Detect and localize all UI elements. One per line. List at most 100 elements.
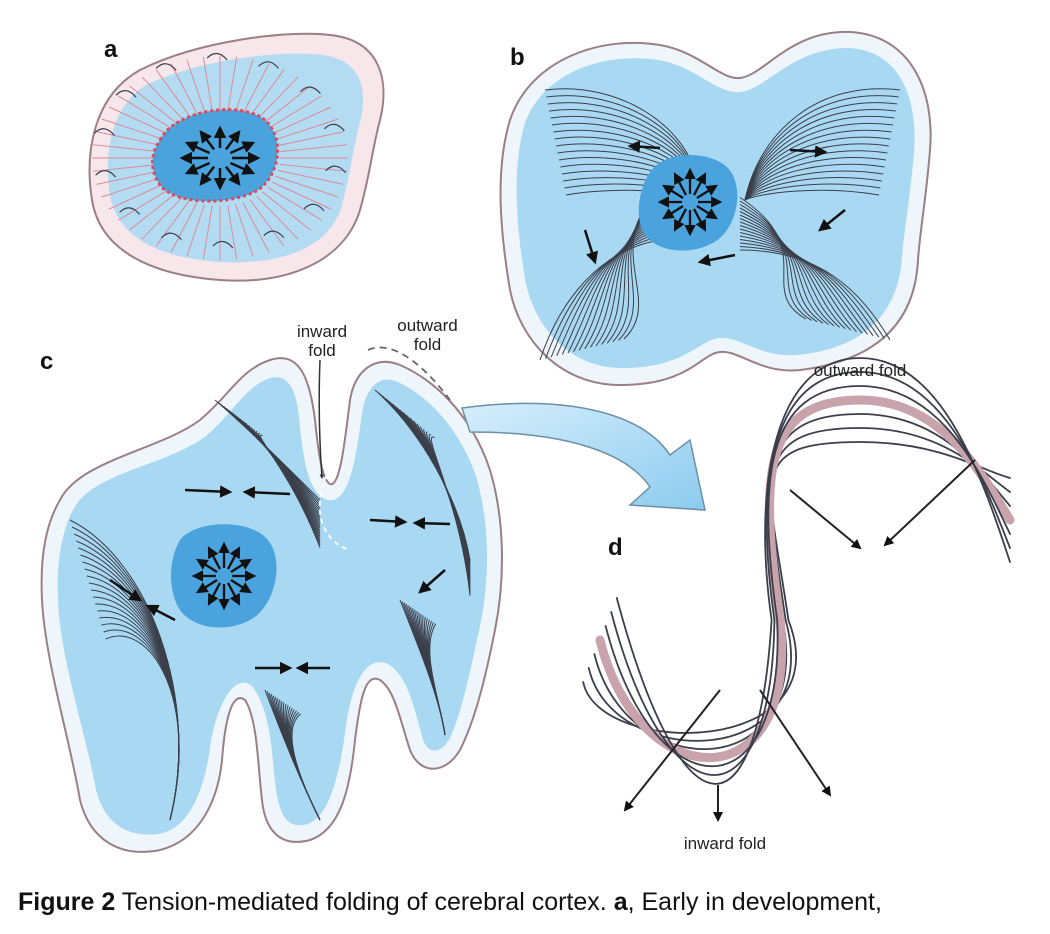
panel-c-tension-arrows: [109, 485, 451, 675]
fiber-line: [744, 109, 896, 201]
panel-label-c: c: [40, 348, 54, 375]
surface-fiber: [300, 86, 321, 95]
radial-fiber: [227, 205, 238, 260]
surface-fiber: [93, 128, 115, 136]
fiber-line: [739, 232, 863, 334]
fold-layer: [582, 441, 1011, 734]
ventricle-arrow: [196, 579, 218, 594]
surface-fiber: [303, 203, 325, 212]
panel-b-outward-arrows: [657, 167, 723, 237]
panel-d-force-arrows: [623, 459, 976, 822]
radial-fiber: [101, 175, 165, 198]
radial-fiber: [129, 85, 178, 125]
radial-fiber: [227, 56, 238, 111]
radial-fiber: [277, 169, 344, 185]
caption-text-2: , Early in development,: [627, 888, 882, 916]
ventricle-arrow: [226, 582, 241, 606]
ventricle-arrow: [225, 130, 241, 151]
panel-a-radial-fibers: [92, 52, 348, 260]
radial-fiber: [249, 69, 285, 117]
radial-fiber: [155, 199, 191, 247]
radial-fiber: [242, 63, 270, 114]
ventricle-arrow: [662, 205, 684, 220]
radial-fiber: [256, 76, 299, 121]
fiber-line: [739, 200, 812, 321]
fiber-line: [739, 207, 824, 324]
surface-fiber: [325, 165, 347, 174]
radial-fiber: [202, 56, 213, 111]
fiber-line: [744, 95, 899, 201]
ventricle-arrow: [184, 141, 211, 155]
radial-fiber: [118, 186, 173, 221]
radial-fiber: [279, 163, 347, 172]
fiber-line: [744, 170, 884, 201]
panel-c-tissue: [57, 377, 488, 835]
fiber-line: [744, 183, 881, 201]
fiber-line: [739, 249, 891, 341]
radial-fiber: [242, 202, 270, 253]
fiber-line: [105, 635, 180, 821]
cortex-folding-figure: [40, 30, 1015, 853]
surface-fiber: [95, 170, 117, 178]
fiber-line: [556, 229, 661, 356]
radial-fiber: [186, 59, 205, 112]
fiber-line: [744, 88, 901, 201]
inward-fold-label-c-line1: inward: [296, 322, 348, 341]
fiber-line: [739, 239, 874, 337]
fiber-line: [744, 122, 894, 201]
ventricle-arrow: [696, 205, 718, 220]
fiber-line: [739, 228, 857, 332]
fiber-line: [739, 204, 818, 323]
radial-fiber: [249, 199, 285, 247]
fiber-line: [291, 713, 321, 821]
panel-d-diagram: [582, 357, 1015, 822]
fiber-line: [744, 116, 895, 201]
fiber-line: [739, 242, 880, 338]
fold-layer: [604, 385, 1011, 767]
radial-fiber: [141, 195, 184, 240]
ventricle-arrow: [692, 172, 707, 196]
radial-fiber: [170, 202, 198, 253]
fiber-line: [545, 236, 661, 359]
radial-fiber: [262, 85, 311, 125]
ventricle-arrow: [662, 184, 684, 199]
radial-fiber: [256, 195, 299, 240]
ventricle-arrow: [207, 582, 222, 606]
surface-fiber: [155, 63, 177, 71]
fiber-line: [739, 218, 840, 328]
radial-fiber: [108, 181, 169, 210]
panel-b-tension-arrows: [583, 140, 846, 267]
radial-fiber: [108, 106, 169, 135]
inward-fold-label-c-line2: fold: [308, 341, 336, 360]
fiber-line: [578, 215, 661, 351]
radial-fiber: [155, 69, 191, 117]
ventricle-arrow: [673, 172, 688, 196]
panel-label-b: b: [510, 44, 525, 71]
panel-c-outward-arrows: [191, 541, 257, 611]
outward-fold-label-d: outward fold: [813, 361, 907, 380]
fiber-line: [259, 434, 321, 548]
fiber-line: [739, 246, 885, 339]
ventricle-arrow: [696, 184, 718, 199]
radial-fiber: [275, 175, 339, 198]
fiber-line: [744, 157, 887, 201]
panel-label-a: a: [104, 36, 118, 63]
radial-fiber: [101, 118, 165, 141]
radial-fiber: [170, 63, 198, 114]
radial-fiber: [186, 204, 205, 257]
fiber-line: [539, 239, 661, 361]
ventricle-arrow: [229, 161, 256, 175]
ventricle-arrow: [184, 161, 211, 175]
fold-layer: [615, 357, 1011, 785]
ventricle-arrow: [225, 165, 241, 186]
radial-fiber: [271, 181, 332, 210]
ventricle-arrow: [226, 546, 241, 570]
outward-fold-label-c: outward fold: [390, 316, 465, 354]
radial-fiber: [141, 76, 184, 121]
panel-c-curved-fibers: [69, 389, 471, 821]
panel-c-fold-markers: [318, 346, 451, 551]
caption-text-1: Tension-mediated folding of cerebral cor…: [115, 888, 614, 916]
panel-c-ventricle: [171, 524, 277, 628]
big-transition-arrow: [461, 402, 706, 511]
panel-a-ventricle: [151, 108, 280, 203]
